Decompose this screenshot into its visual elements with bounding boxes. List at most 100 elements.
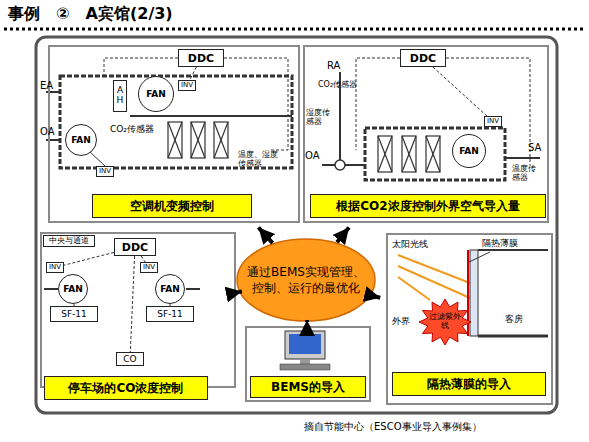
section-heading: BEMS的导入 — [250, 376, 366, 398]
arrow-connector — [305, 320, 309, 322]
window-glass — [470, 250, 478, 336]
signal-wire — [104, 58, 178, 76]
fan-circle: FAN — [155, 274, 185, 304]
uv-burst: 过滤紫外线 — [418, 298, 472, 346]
coil-group — [378, 136, 440, 172]
burst-outline — [419, 299, 471, 345]
inv-box: INV — [178, 80, 196, 91]
coil — [168, 122, 182, 158]
damper-symbol — [335, 160, 345, 170]
coil — [378, 136, 392, 172]
coil — [426, 136, 440, 172]
section-heading: 空调机变频控制 — [92, 194, 252, 218]
coil — [402, 136, 416, 172]
node-text: INV — [181, 82, 193, 89]
fan-circle: FAN — [452, 134, 486, 168]
ddc-box: DDC — [400, 49, 446, 67]
node-text: DDC — [122, 242, 148, 253]
arrow-connector — [337, 228, 349, 243]
coil-mark — [191, 122, 205, 158]
part-label: 客房 — [505, 314, 535, 324]
slide-title: 事例 ② A宾馆(2/3) — [8, 5, 173, 23]
arrow-connector — [239, 289, 242, 294]
sun-ray — [398, 255, 470, 283]
node-text: INV — [143, 264, 155, 271]
part-label: OA — [305, 150, 325, 162]
node-text: FAN — [146, 90, 166, 99]
fan-duct — [44, 288, 58, 290]
sun-ray — [398, 277, 430, 300]
ceiling-line — [478, 249, 548, 251]
signal-connector — [190, 67, 197, 80]
fan-circle: FAN — [58, 274, 88, 304]
inv-wire — [90, 152, 105, 166]
node-text: DDC — [410, 53, 436, 64]
fan-circle: FAN — [65, 124, 97, 156]
node-text: FAN — [160, 285, 180, 294]
coil-group — [168, 122, 228, 158]
part-label: 隔热薄膜 — [482, 238, 542, 248]
node-text: SF-11 — [61, 310, 87, 319]
coil-mark — [214, 122, 228, 158]
coil-mark — [168, 122, 182, 158]
part-label: 温度、湿度传感器 — [238, 150, 282, 168]
coil-mark — [402, 136, 416, 172]
coil — [214, 122, 228, 158]
inv-box: INV — [140, 262, 158, 273]
node-text: INV — [487, 118, 499, 125]
section-panel: 停车场的CO浓度控制中央与通道DDCINVFANSF-11INVFANSF-11… — [40, 232, 236, 388]
node-text: FAN — [459, 147, 479, 156]
part-label: 温度传感器 — [512, 164, 539, 182]
node-text: CO — [123, 355, 136, 364]
node-text: FAN — [63, 285, 83, 294]
fan-circle: FAN — [138, 76, 174, 112]
node-text: 通过BEMS实现管理、控制、运行的最优化 — [244, 264, 368, 296]
coil-mark — [168, 122, 182, 158]
coil-mark — [402, 136, 416, 172]
coil — [191, 122, 205, 158]
section-heading: 根据CO2浓度控制外界空气导入量 — [310, 194, 546, 218]
signal-wire — [224, 58, 288, 150]
coil-mark — [191, 122, 205, 158]
keyboard-symbol — [280, 364, 330, 370]
ahu-casing — [60, 76, 292, 168]
inv-box: INV — [46, 262, 64, 273]
inv-box: INV — [96, 166, 114, 177]
section-panel: 隔热薄膜的导入 过滤紫外线 — [386, 233, 553, 405]
ellipse-shape — [236, 238, 376, 322]
section-panel: 根据CO2浓度控制外界空气导入量 DDC INV FAN — [303, 45, 549, 223]
sensor-box: CO — [116, 352, 144, 366]
fan-duct — [186, 288, 200, 290]
section-heading: 隔热薄膜的导入 — [392, 372, 546, 396]
node-text: SF-11 — [157, 310, 183, 319]
part-label: CO₂传感器 — [318, 80, 378, 89]
signal-connector — [130, 256, 134, 352]
coil-mark — [378, 136, 392, 172]
coil-mark — [426, 136, 440, 172]
arrow-connector — [259, 228, 273, 244]
ddc-box: DDC — [178, 49, 224, 67]
arrow-connector — [371, 296, 380, 298]
fan-tag: SF-11 — [50, 306, 98, 322]
ah-box: AH — [113, 80, 127, 112]
inv-box: INV — [484, 116, 502, 127]
node-text: DDC — [188, 53, 214, 64]
part-label: 外界 — [392, 316, 422, 326]
node-text: 中央与通道 — [49, 237, 89, 245]
part-label: EA — [40, 80, 62, 92]
part-label: RA — [327, 60, 351, 72]
ahu-divider — [130, 115, 292, 117]
sa-duct — [505, 157, 540, 159]
part-label: SA — [528, 142, 548, 154]
title-underline — [4, 28, 585, 31]
ellipse-outline — [237, 239, 375, 321]
section-heading: 停车场的CO浓度控制 — [44, 376, 208, 400]
outer-frame — [36, 37, 557, 413]
floor-line — [478, 335, 548, 338]
monitor-stand — [300, 359, 310, 364]
node-text: INV — [49, 264, 61, 271]
node-text: 过滤紫外线 — [428, 313, 462, 331]
coil-mark — [378, 136, 392, 172]
